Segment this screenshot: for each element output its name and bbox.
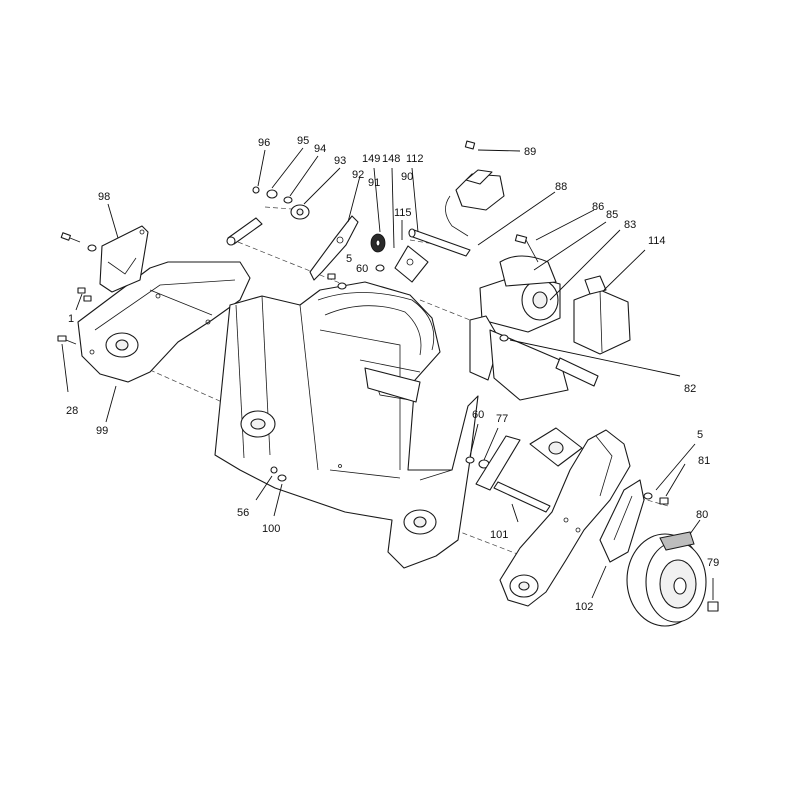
- callout-101: 101: [490, 529, 508, 541]
- callout-102: 102: [575, 601, 593, 613]
- bearing-flange: [529, 427, 583, 467]
- washers-56-100: [270, 466, 287, 482]
- bolts-left: [57, 232, 97, 345]
- motor-assembly: [469, 234, 599, 401]
- bolt-81: [643, 492, 669, 505]
- motor-114: [573, 275, 631, 355]
- callout-82: 82: [684, 383, 696, 395]
- callout-98: 98: [98, 191, 110, 203]
- callout-86: 86: [592, 201, 604, 213]
- callout-91: 91: [368, 177, 380, 189]
- callout-56: 56: [237, 507, 249, 519]
- switch-89: [445, 140, 505, 237]
- callout-114: 114: [648, 235, 666, 247]
- callout-5-center: 5: [346, 253, 352, 265]
- callout-60-right: 60: [472, 409, 484, 421]
- callout-115: 115: [394, 207, 412, 219]
- chute-bracket-92: [309, 215, 359, 281]
- callout-93: 93: [334, 155, 346, 167]
- wheel-80: [626, 531, 707, 627]
- plate-148: [375, 245, 429, 283]
- bolt-washer-center: [327, 273, 347, 290]
- callout-92: 92: [352, 169, 364, 181]
- callout-1: 1: [68, 313, 74, 325]
- axle-bracket: [599, 479, 645, 563]
- callout-149: 149: [362, 153, 380, 165]
- washer-stack-top: [226, 186, 310, 246]
- callout-85: 85: [606, 209, 618, 221]
- cap-79: [707, 601, 719, 612]
- callout-79: 79: [707, 557, 719, 569]
- housing: [214, 281, 479, 569]
- side-panel-left: [77, 261, 251, 383]
- callout-80: 80: [696, 509, 708, 521]
- sprocket-91: [370, 233, 386, 253]
- callout-148: 148: [382, 153, 400, 165]
- callouts: 96 95 94 93 149 148 112 89 92 91 90 98 8…: [66, 135, 719, 613]
- shaft-90: [408, 228, 471, 257]
- callout-96: 96: [258, 137, 270, 149]
- callout-100: 100: [262, 523, 280, 535]
- callout-81: 81: [698, 455, 710, 467]
- callout-112: 112: [406, 153, 424, 165]
- shaft-101: [493, 481, 551, 513]
- roller-77: [475, 435, 521, 491]
- leader-lines: [61, 147, 714, 600]
- callout-88: 88: [555, 181, 567, 193]
- callout-89: 89: [524, 146, 536, 158]
- callout-5-right: 5: [697, 429, 703, 441]
- callout-28: 28: [66, 405, 78, 417]
- callout-95: 95: [297, 135, 309, 147]
- side-panel-right: [499, 429, 631, 607]
- callout-94: 94: [314, 143, 326, 155]
- callout-90: 90: [401, 171, 413, 183]
- callout-99: 99: [96, 425, 108, 437]
- callout-83: 83: [624, 219, 636, 231]
- bracket-98: [99, 225, 149, 293]
- callout-77: 77: [496, 413, 508, 425]
- callout-60-center: 60: [356, 263, 368, 275]
